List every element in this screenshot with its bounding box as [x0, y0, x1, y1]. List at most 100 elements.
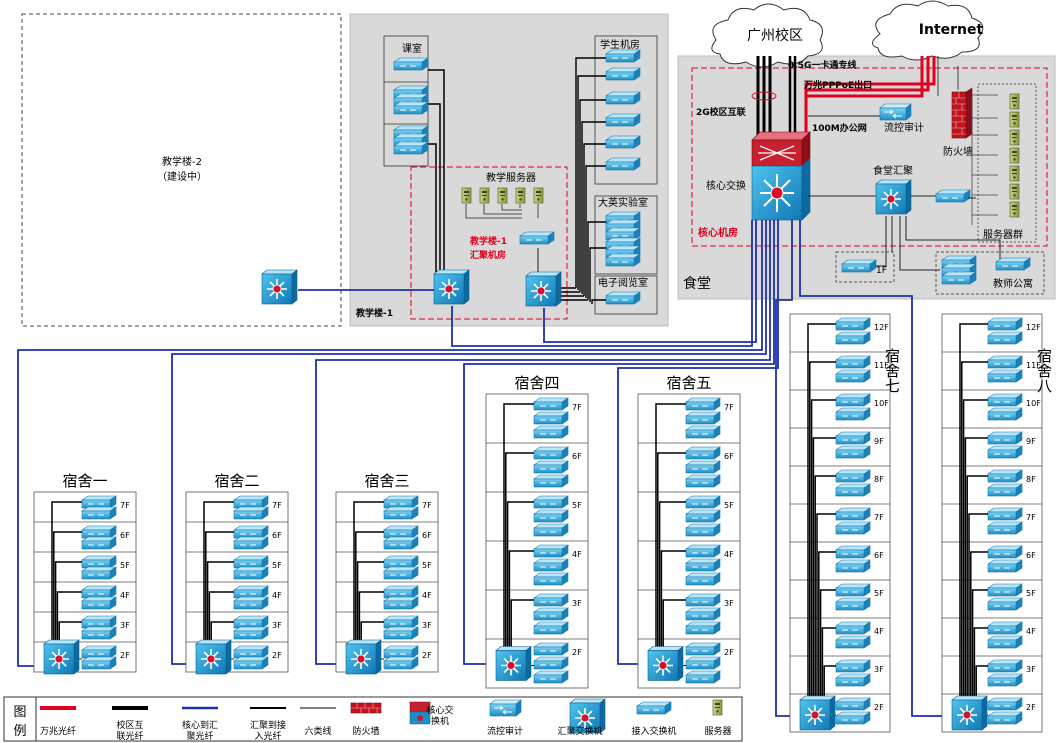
lab-switch-icon	[605, 135, 641, 149]
floor-access-switch-icon	[835, 431, 871, 445]
server-icon	[497, 187, 508, 204]
floor-access-switch-icon	[233, 596, 269, 610]
agg-to-access-fiber	[968, 513, 988, 700]
floor-access-switch-icon	[987, 559, 1023, 573]
dorm-name: 宿舍二	[214, 472, 259, 490]
lab-switch-icon	[605, 49, 641, 63]
floor-access-switch-icon	[835, 469, 871, 483]
classroom-switch-stack-icon	[394, 86, 428, 114]
legend-items: 万兆光纤校区互联光纤核心到汇聚光纤汇聚到接入光纤六类线防火墙核心交换机流控审计汇…	[40, 698, 732, 742]
internet-cloud: Internet	[872, 0, 984, 61]
legend-access-switch-icon	[636, 701, 672, 715]
floor-access-switch-icon	[383, 555, 419, 569]
agg-to-access-fiber	[821, 627, 836, 700]
agg-to-access-fiber	[964, 437, 988, 700]
legend-title-top: 图	[13, 705, 26, 720]
agg-to-access-fiber	[510, 599, 534, 651]
legend-item: 核心到汇聚光纤	[182, 706, 218, 742]
floor-access-switch-icon	[383, 495, 419, 509]
floor-access-switch-icon	[987, 369, 1023, 383]
floor-access-switch-icon	[685, 495, 721, 509]
english-lab-box	[594, 195, 658, 275]
legend-item: 防火墙	[350, 702, 382, 737]
agg-to-access-fiber	[54, 561, 82, 644]
floor-access-switch-icon	[685, 523, 721, 537]
agg-to-access-fiber	[505, 452, 534, 651]
floor-label: 5F	[724, 501, 734, 510]
floor-label: 3F	[120, 621, 130, 630]
floor-access-switch-icon	[835, 559, 871, 573]
server-icon	[461, 187, 472, 204]
floor-access-switch-icon	[81, 506, 117, 520]
floor-access-switch-icon	[81, 645, 117, 659]
dorm-name: 宿舍三	[364, 472, 409, 490]
floor-label: 5F	[422, 561, 432, 570]
agg-to-access-fiber	[961, 361, 988, 700]
floor-label: 4F	[120, 591, 130, 600]
agg-to-access-fiber	[203, 501, 234, 644]
agg-to-access-fiber	[819, 589, 836, 700]
agg-to-access-fiber	[657, 452, 686, 651]
firewall-icon	[951, 87, 973, 139]
floor-label: 4F	[724, 550, 734, 559]
english-lab-label: 大英实验室	[598, 196, 648, 209]
agg-to-access-fiber	[971, 589, 988, 700]
legend-item: 汇聚交换机	[557, 698, 606, 737]
lab-switch-stack-icon	[606, 238, 640, 266]
floor-access-switch-icon	[533, 523, 569, 537]
floor-access-switch-icon	[835, 507, 871, 521]
agg-to-access-fiber	[959, 323, 988, 700]
teaching-building-2-agg-switch-icon	[261, 269, 298, 305]
floor-access-switch-icon	[81, 495, 117, 509]
agg-to-access-fiber	[506, 501, 534, 651]
floor-access-switch-icon	[383, 566, 419, 580]
floor-label: 5F	[874, 589, 884, 598]
floor-access-switch-icon	[987, 697, 1023, 711]
dorm-name: 宿舍一	[62, 472, 107, 490]
floor-access-switch-icon	[533, 607, 569, 621]
agg-to-access-fiber	[662, 599, 686, 651]
floor-label: 2F	[874, 703, 884, 712]
teaching-server-label: 教学服务器	[486, 171, 536, 184]
legend-label: 防火墙	[352, 725, 379, 737]
floor-label: 7F	[572, 403, 582, 412]
floor-access-switch-icon	[233, 495, 269, 509]
agg-to-access-fiber	[360, 621, 384, 644]
floor-access-switch-icon	[835, 355, 871, 369]
floor-access-switch-icon	[533, 460, 569, 474]
lab-switch-icon	[605, 157, 641, 171]
floor-access-switch-icon	[685, 411, 721, 425]
agg-to-access-fiber	[210, 621, 234, 644]
floor-access-switch-icon	[987, 583, 1023, 597]
floor-access-switch-icon	[533, 425, 569, 439]
legend-item: 服务器	[704, 699, 732, 737]
floor-access-switch-icon	[233, 506, 269, 520]
server-group	[1009, 93, 1020, 218]
agg-to-access-fiber	[503, 403, 534, 651]
core-room-label: 核心机房	[698, 226, 738, 239]
floor-access-switch-icon	[533, 558, 569, 572]
floor-access-switch-icon	[685, 621, 721, 635]
floor-access-switch-icon	[685, 544, 721, 558]
agg-to-access-fiber	[358, 591, 384, 644]
floor-access-switch-icon	[233, 656, 269, 670]
dorm-name: 宿舍七	[883, 348, 901, 393]
floor-label: 6F	[874, 551, 884, 560]
floor-access-switch-icon	[835, 545, 871, 559]
legend-label: 六类线	[304, 725, 331, 737]
floor-access-switch-icon	[835, 583, 871, 597]
campus-link-label: 2G校区互联	[696, 106, 747, 118]
floor-access-switch-icon	[81, 596, 117, 610]
floor-access-switch-icon	[987, 431, 1023, 445]
legend-item: 流控审计	[487, 699, 523, 737]
floor-label: 4F	[272, 591, 282, 600]
teaching-agg-switch-1-icon	[433, 269, 470, 305]
floor-label: 2F	[572, 648, 582, 657]
legend-item: 接入交换机	[631, 701, 677, 737]
legend-label: 服务器	[704, 725, 731, 737]
server-icon	[1009, 147, 1020, 164]
agg-to-access-fiber	[658, 501, 686, 651]
server-icon	[1009, 183, 1020, 200]
floor-access-switch-icon	[835, 331, 871, 345]
agg-to-access-fiber	[966, 475, 988, 700]
